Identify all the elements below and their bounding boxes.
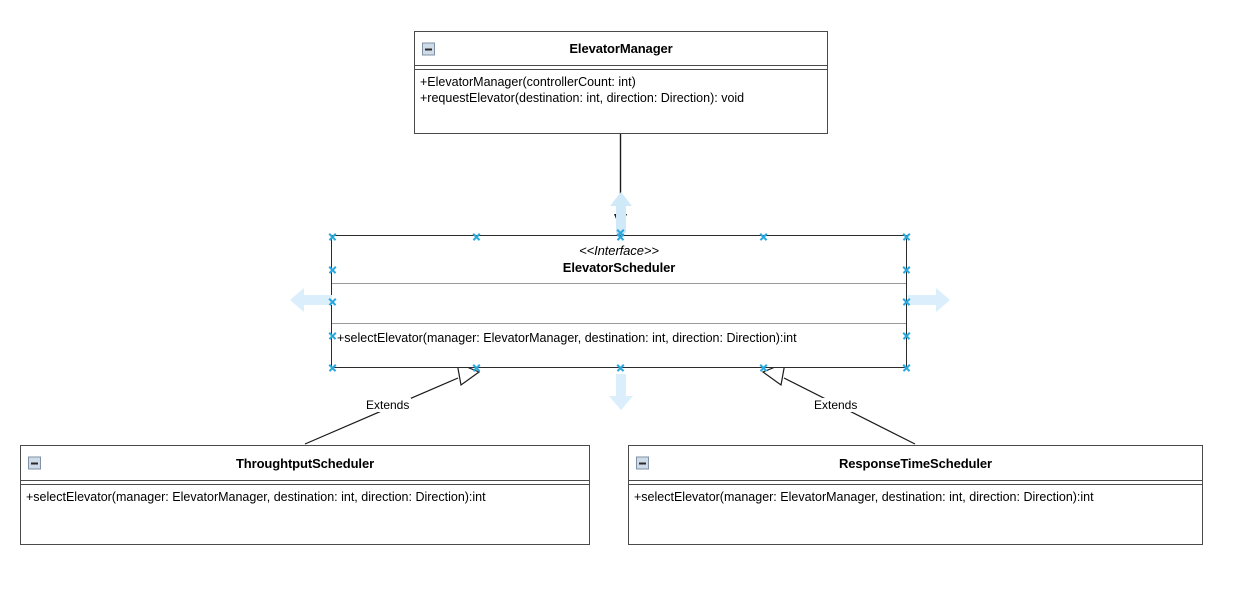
- class-header-response-time-scheduler: ResponseTimeScheduler: [629, 446, 1202, 480]
- class-name-response-time-scheduler: ResponseTimeScheduler: [839, 455, 992, 471]
- methods-compartment-throughtput-scheduler: +selectElevator(manager: ElevatorManager…: [21, 483, 589, 544]
- class-box-throughtput-scheduler[interactable]: ThroughtputScheduler +selectElevator(man…: [20, 445, 590, 545]
- class-header-elevator-manager: ElevatorManager: [415, 32, 827, 65]
- class-name-elevator-scheduler: ElevatorScheduler: [562, 260, 676, 275]
- methods-compartment-response-time-scheduler: +selectElevator(manager: ElevatorManager…: [629, 483, 1202, 544]
- method-item: +ElevatorManager(controllerCount: int): [420, 75, 636, 89]
- class-header-divider: [629, 480, 1202, 485]
- attributes-compartment-elevator-scheduler: [332, 284, 906, 323]
- class-box-response-time-scheduler[interactable]: ResponseTimeScheduler +selectElevator(ma…: [628, 445, 1203, 545]
- class-header-divider: [332, 283, 906, 284]
- class-attributes-divider: [332, 323, 906, 324]
- class-header-divider: [415, 65, 827, 70]
- quick-arrow-up-icon[interactable]: [608, 190, 634, 235]
- quick-arrow-down-icon[interactable]: [606, 372, 636, 412]
- quick-arrow-right-icon[interactable]: [906, 285, 952, 315]
- class-header-divider: [21, 480, 589, 485]
- class-stereotype-interface: <<Interface>>: [579, 243, 659, 258]
- edge-label-extends-right: Extends: [812, 398, 860, 412]
- method-item: +selectElevator(manager: ElevatorManager…: [337, 331, 797, 345]
- method-item: +selectElevator(manager: ElevatorManager…: [26, 490, 486, 504]
- class-header-elevator-scheduler: <<Interface>> ElevatorScheduler: [332, 236, 906, 283]
- minus-icon[interactable]: [28, 456, 41, 470]
- edge-label-extends-left: Extends: [364, 398, 412, 412]
- method-item: +selectElevator(manager: ElevatorManager…: [634, 490, 1094, 504]
- minus-icon[interactable]: [422, 42, 435, 55]
- class-box-elevator-manager[interactable]: ElevatorManager +ElevatorManager(control…: [414, 31, 828, 134]
- class-name-throughtput-scheduler: ThroughtputScheduler: [235, 455, 375, 471]
- class-header-throughtput-scheduler: ThroughtputScheduler: [21, 446, 589, 480]
- methods-compartment-elevator-manager: +ElevatorManager(controllerCount: int) +…: [415, 68, 827, 133]
- minus-icon[interactable]: [636, 456, 649, 470]
- quick-arrow-left-icon[interactable]: [288, 285, 334, 315]
- method-item: +requestElevator(destination: int, direc…: [420, 91, 745, 105]
- class-box-elevator-scheduler[interactable]: <<Interface>> ElevatorScheduler +selectE…: [331, 235, 907, 368]
- class-name-elevator-manager: ElevatorManager: [569, 41, 673, 56]
- methods-compartment-elevator-scheduler: +selectElevator(manager: ElevatorManager…: [332, 324, 906, 367]
